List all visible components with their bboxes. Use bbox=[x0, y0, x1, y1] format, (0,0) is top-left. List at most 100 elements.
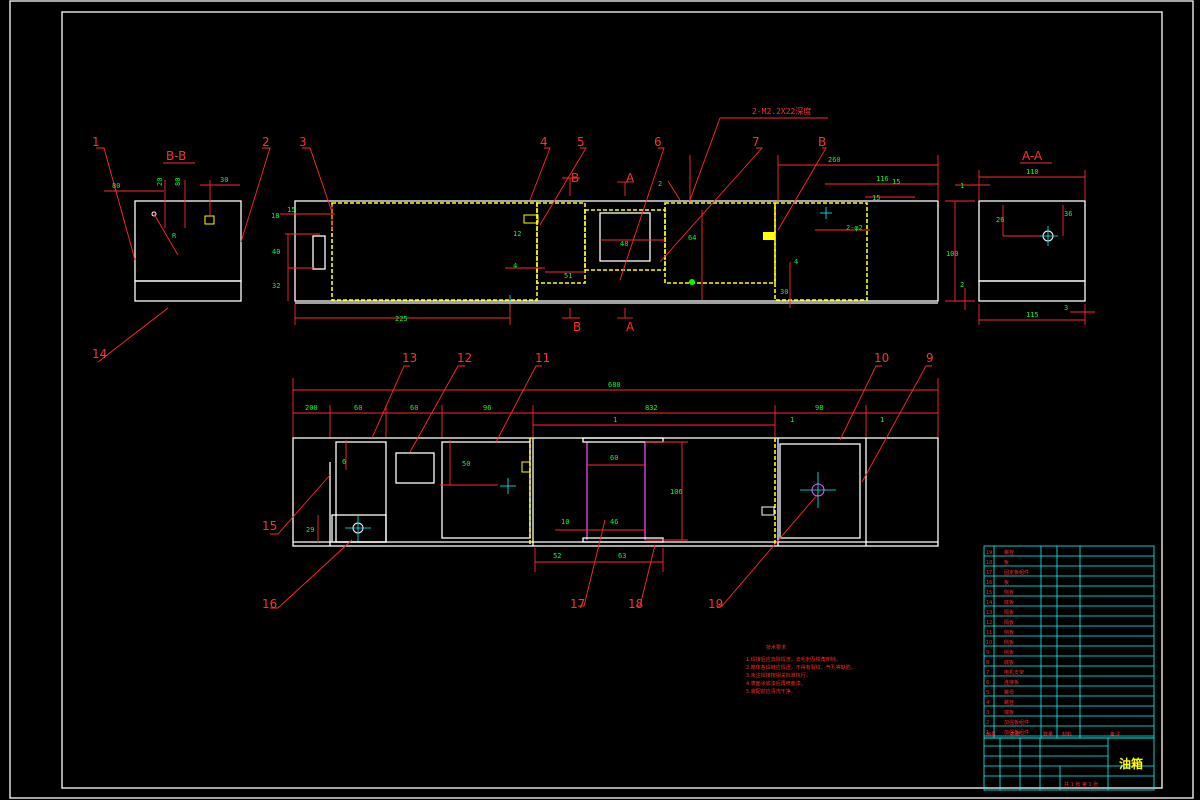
dim-text: 30 bbox=[780, 288, 788, 296]
dim-text: 12 bbox=[513, 230, 521, 238]
item-number: 15 bbox=[262, 519, 277, 533]
bom-header-name: 名称 bbox=[1010, 731, 1020, 738]
section-cut-label: A bbox=[626, 320, 635, 334]
dim-text: 2-φ2 bbox=[846, 224, 863, 232]
dim-text: 260 bbox=[828, 156, 841, 164]
bom-header-note: 备注 bbox=[1110, 731, 1120, 738]
bom-row-name: 固定板组件 bbox=[1004, 569, 1029, 576]
bom-row-no: 5 bbox=[986, 690, 989, 696]
bom-row-name: 侧板 bbox=[1004, 629, 1014, 636]
dim-text: 98 bbox=[815, 404, 823, 412]
bom-row-name: 侧板 bbox=[1004, 639, 1014, 646]
bom-row-no: 9 bbox=[986, 650, 989, 656]
dim-text: 52 bbox=[553, 552, 561, 560]
dim-text: 32 bbox=[272, 282, 280, 290]
section-title-bb: B-B bbox=[166, 149, 186, 163]
view-aa bbox=[945, 170, 1095, 325]
drawing-name: 油箱 bbox=[1119, 756, 1143, 771]
item-number: 7 bbox=[752, 135, 760, 149]
dim-text: 15 bbox=[287, 206, 295, 214]
bom-row-no: 8 bbox=[986, 660, 989, 666]
item-number: 4 bbox=[540, 135, 548, 149]
item-number: 3 bbox=[299, 135, 307, 149]
bom-row-name: 电机支架 bbox=[1004, 669, 1024, 676]
bom-row-no: 2 bbox=[986, 720, 989, 726]
dim-text: 20 bbox=[156, 178, 164, 186]
bom-row-no: 3 bbox=[986, 710, 989, 716]
section-cut-label: A bbox=[626, 171, 635, 185]
bom-header-no: 序号 bbox=[986, 731, 996, 738]
dims-view-top: 680 200 60 60 96 832 98 1 1 1 6 50 60 29… bbox=[305, 381, 884, 560]
bom-row-no: 14 bbox=[986, 600, 992, 606]
bom-row-name: 端板 bbox=[1004, 709, 1014, 716]
dim-text: R bbox=[172, 232, 177, 240]
dim-text: 106 bbox=[670, 488, 683, 496]
item-number: 13 bbox=[402, 351, 417, 365]
bom-row-name: 螺栓 bbox=[1004, 699, 1014, 706]
item-number: 1 bbox=[92, 135, 100, 149]
bom-row-no: 19 bbox=[986, 550, 992, 556]
dim-text: 63 bbox=[618, 552, 626, 560]
outer-frame bbox=[9, 0, 1194, 799]
dim-text: 60 bbox=[610, 454, 618, 462]
bom-row-name: 侧板 bbox=[1004, 589, 1014, 596]
dim-text: 1 bbox=[960, 182, 964, 190]
dim-text: 48 bbox=[620, 240, 628, 248]
item-number: 9 bbox=[926, 351, 934, 365]
item-number: 14 bbox=[92, 347, 107, 361]
dim-text: 50 bbox=[462, 460, 470, 468]
section-title-aa: A-A bbox=[1022, 149, 1043, 163]
dim-text: 18 bbox=[271, 212, 279, 220]
dim-text: 115 bbox=[1026, 311, 1039, 319]
tech-notes-title: 技术要求 bbox=[766, 644, 786, 651]
bom-row-no: 4 bbox=[986, 700, 989, 706]
sheet-info: 共 1 张 第 1 张 bbox=[1064, 781, 1098, 788]
bom-row-no: 12 bbox=[986, 620, 992, 626]
bom-row-name: 螺母 bbox=[1004, 689, 1014, 696]
dim-text: 80 bbox=[112, 182, 120, 190]
callout-note: 2-M2.2X22深度 bbox=[752, 106, 811, 116]
dim-text: 46 bbox=[610, 518, 618, 526]
dim-text: 110 bbox=[1026, 168, 1039, 176]
dim-text: 10 bbox=[561, 518, 569, 526]
item-number: 10 bbox=[874, 351, 889, 365]
dims-view-front: 15 18 40 32 225 12 4 48 51 64 2 260 116 … bbox=[271, 156, 900, 323]
section-cut-label: B bbox=[571, 171, 579, 185]
dim-text: 116 bbox=[876, 175, 889, 183]
bom-row-name: 板 bbox=[1004, 579, 1009, 586]
item-number: 16 bbox=[262, 597, 277, 611]
bom-row-no: 17 bbox=[986, 570, 992, 576]
bom-row-name: 连接板 bbox=[1004, 679, 1019, 686]
bom-row-no: 15 bbox=[986, 590, 992, 596]
dim-text: 60 bbox=[410, 404, 418, 412]
bom-row-name: 侧板 bbox=[1004, 649, 1014, 656]
bom-row-no: 13 bbox=[986, 610, 992, 616]
dim-text: 64 bbox=[688, 234, 696, 242]
tech-notes: 技术要求 1.焊接后应去除焊渣，去毛刺及锐角倒钝。 2.箱体各焊缝应焊透，不得有… bbox=[746, 644, 856, 695]
dim-text: 2 bbox=[658, 180, 662, 188]
tech-note-line: 3.未注焊接按相关标准执行。 bbox=[746, 672, 811, 679]
item-number: 18 bbox=[628, 597, 643, 611]
dim-text: 29 bbox=[306, 526, 314, 534]
dim-text: 2 bbox=[960, 281, 964, 289]
dim-text: 3 bbox=[1064, 304, 1068, 312]
dim-text: 1 bbox=[613, 416, 617, 424]
tech-note-line: 2.箱体各焊缝应焊透，不得有裂纹、气孔等缺陷。 bbox=[746, 664, 856, 671]
bom-row-name: 板 bbox=[1004, 559, 1009, 566]
bom-row-name: 隔板 bbox=[1004, 609, 1014, 616]
bom-row-name: 隔板 bbox=[1004, 619, 1014, 626]
dim-text: 200 bbox=[305, 404, 318, 412]
bom-row-no: 7 bbox=[986, 670, 989, 676]
dim-text: 60 bbox=[354, 404, 362, 412]
item-number: 19 bbox=[708, 597, 723, 611]
dim-text: 30 bbox=[220, 176, 228, 184]
dim-text: 36 bbox=[1064, 210, 1072, 218]
item-number-labels: 1 2 3 4 5 6 7 9 10 11 12 13 14 15 16 17 … bbox=[92, 135, 934, 611]
bom-row-name: 加强板组件 bbox=[1004, 729, 1029, 736]
bom-row-name: 加强板组件 bbox=[1004, 719, 1029, 726]
item-number: 2 bbox=[262, 135, 270, 149]
dim-text: 96 bbox=[483, 404, 491, 412]
view-front bbox=[280, 155, 939, 325]
section-cut-label: B bbox=[573, 320, 581, 334]
